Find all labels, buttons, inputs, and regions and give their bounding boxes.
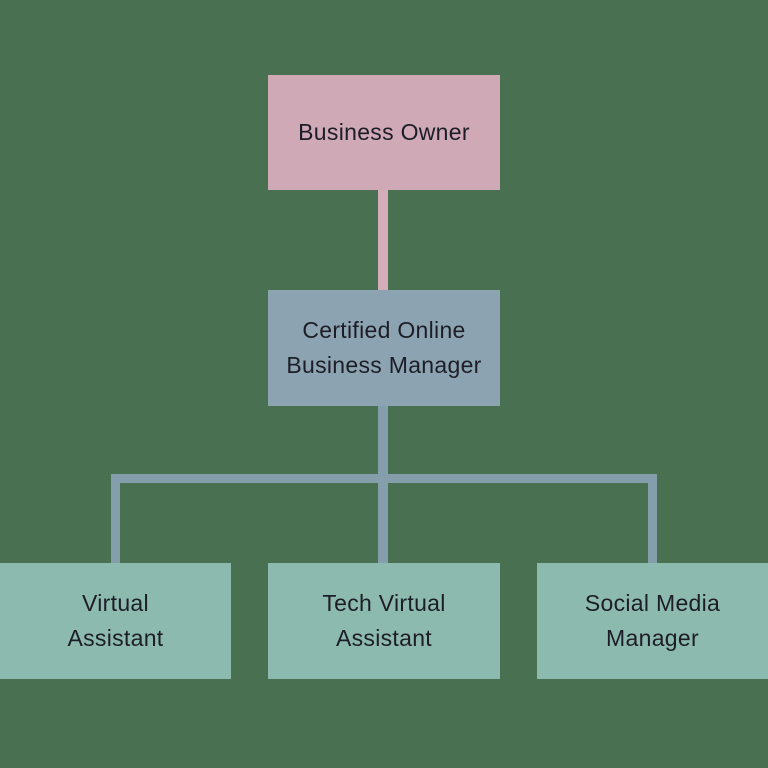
connector-drop-tech-virtual-assistant: [378, 480, 388, 565]
node-label-line-1: Virtual: [82, 590, 149, 616]
node-tech-virtual-assistant: Tech Virtual Assistant: [268, 563, 500, 679]
connector-horizontal-bar: [111, 474, 657, 483]
connector-drop-social-media-manager: [648, 474, 657, 565]
node-social-media-manager: Social Media Manager: [537, 563, 768, 679]
node-label-line-2: Assistant: [335, 625, 432, 651]
connector-drop-virtual-assistant: [111, 474, 120, 565]
connector-manager-stem: [378, 404, 388, 476]
node-business-owner: Business Owner: [268, 75, 500, 190]
node-label-line-1: Social Media: [584, 590, 721, 616]
node-label-line-2: Manager: [606, 625, 699, 651]
node-certified-online-business-manager: Certified Online Business Manager: [268, 290, 500, 406]
node-label-line-2: Business Manager: [286, 352, 482, 378]
node-label-line-1: Tech Virtual: [322, 590, 446, 616]
connector-owner-to-manager: [378, 188, 388, 292]
node-virtual-assistant: Virtual Assistant: [0, 563, 231, 679]
node-label: Business Owner: [298, 119, 470, 145]
node-label-line-2: Assistant: [67, 625, 164, 651]
node-label-line-1: Certified Online: [302, 317, 466, 343]
